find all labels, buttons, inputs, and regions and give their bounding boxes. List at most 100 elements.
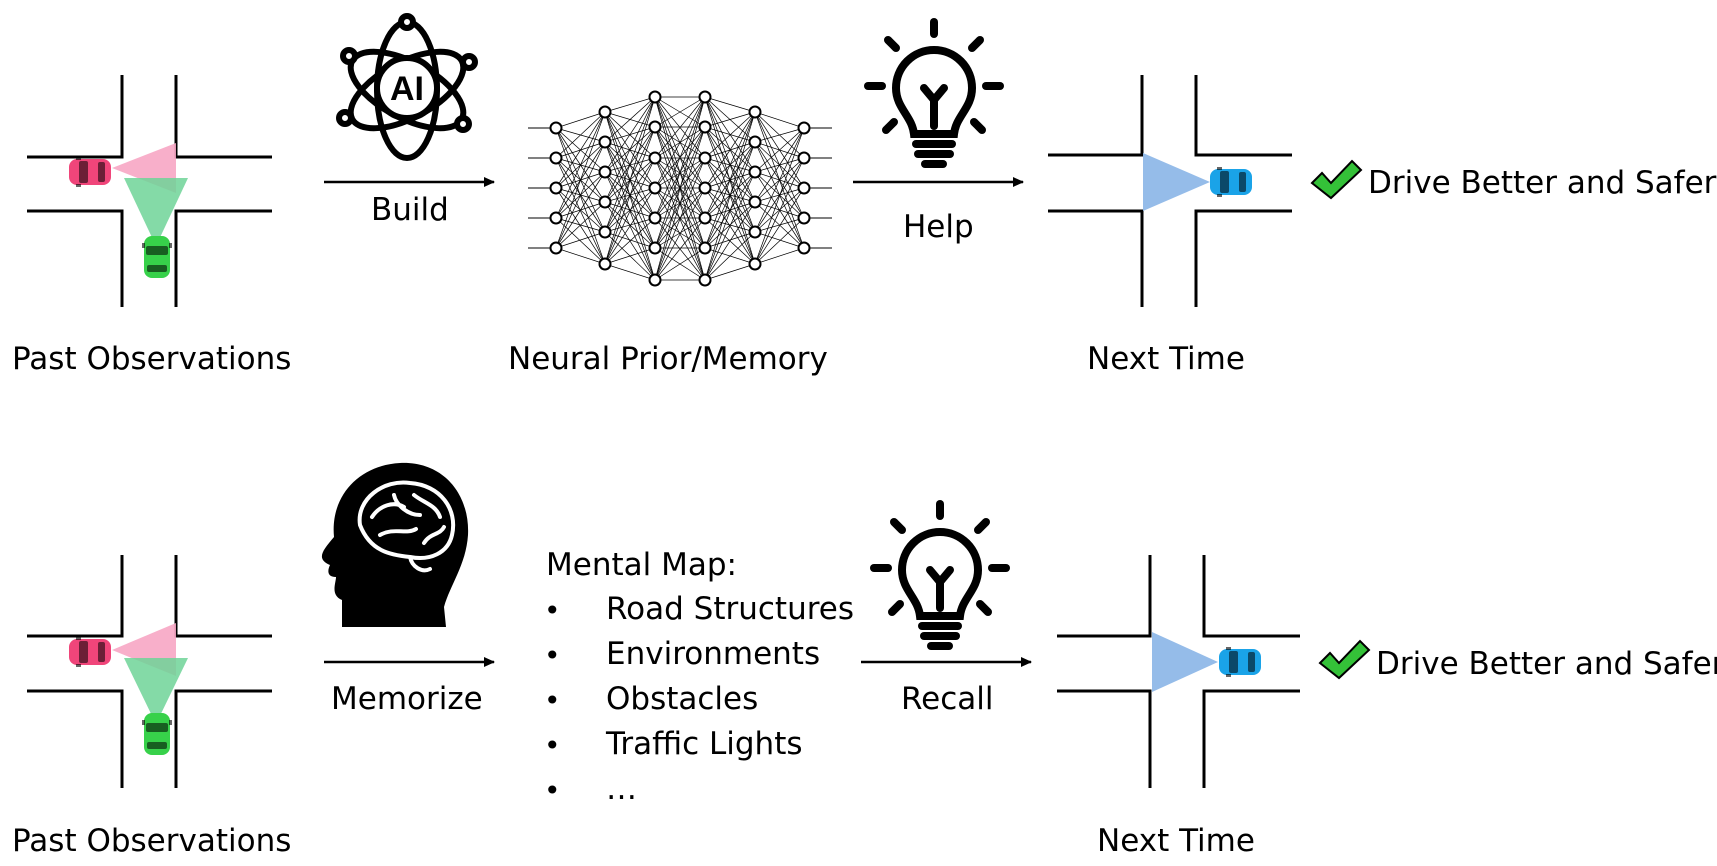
network-edge [654,187,706,249]
network-edge [654,96,706,189]
result-label: Drive Better and Safer [1368,165,1717,201]
network-node [648,211,662,225]
network-edge [754,217,805,233]
bullet-icon: • [544,729,561,762]
network-edge [704,171,756,281]
network-edge [654,96,706,219]
network-edge [654,96,706,281]
blue-car-icon [1219,647,1261,677]
network-node [748,165,762,179]
network-edge [754,217,805,265]
network-edge [654,217,706,281]
blue-view-cone [1152,632,1218,692]
network-edge [654,247,706,281]
network-edge [604,96,656,143]
network-edge [604,231,656,249]
network-edge [704,111,756,219]
network-node [549,181,563,195]
network-node [698,241,712,255]
mental-map-item: Road Structures [606,591,854,627]
blue-car-icon [1210,167,1252,197]
bullet-icon: • [544,684,561,717]
network-node [797,241,811,255]
blue-view-cone [1143,153,1210,211]
network-edge [555,231,606,249]
network-node [698,90,712,104]
network-edge [704,263,756,281]
network-edge [654,96,706,159]
network-edge [654,157,706,281]
network-edge [754,127,805,143]
next-time-label: Next Time [1087,341,1245,377]
bullet-icon: • [544,594,561,627]
network-node [598,225,612,239]
bullet-icon: • [544,774,561,807]
mental-map-heading: Mental Map: [546,547,737,583]
result-label: Drive Better and Safer [1376,646,1717,682]
network-node [797,211,811,225]
network-edge [555,247,606,265]
network-edge [754,127,805,203]
network-edge [604,126,656,265]
network-node [748,105,762,119]
mental-map-item: Obstacles [606,681,759,717]
green-car-icon [142,236,172,278]
network-edge [704,111,756,281]
mental-map-item: … [606,771,637,807]
network-node [698,181,712,195]
help-label: Help [903,209,974,245]
green-car-icon [142,713,172,755]
network-edge [754,157,805,265]
next-time-label: Next Time [1097,823,1255,859]
intersection-next-top [1048,75,1292,307]
network-node [648,120,662,134]
network-edge [704,231,756,249]
network-node [549,241,563,255]
network-node [598,195,612,209]
network-edge [555,111,606,159]
network-edge [754,127,805,265]
network-node [598,105,612,119]
network-edge [704,141,756,281]
recall-label: Recall [901,681,994,717]
network-edge [704,111,756,249]
network-edge [704,201,756,281]
past-observations-label: Past Observations [12,823,292,859]
network-node [598,257,612,271]
network-edge [555,201,606,249]
network-node [648,273,662,287]
network-edge [704,111,756,128]
network-node [698,120,712,134]
network-node [598,135,612,149]
green-view-cone [124,658,188,724]
network-edge [754,187,805,265]
network-node [748,225,762,239]
network-node [797,151,811,165]
intersection-next-bottom [1057,555,1300,788]
network-edge [754,111,805,129]
network-node [549,121,563,135]
mental-map-item: Environments [606,636,821,672]
network-node [648,151,662,165]
network-node [748,195,762,209]
network-edge [654,96,706,249]
network-edge [704,96,756,113]
network-node [648,241,662,255]
memorize-label: Memorize [331,681,483,717]
lightbulb-icon [868,22,1000,164]
network-node [698,151,712,165]
ai-atom-icon: AI [336,13,478,161]
network-node [797,181,811,195]
network-edge [555,111,606,219]
network-node [698,273,712,287]
pink-car-icon [69,637,111,667]
bullet-icon: • [544,639,561,672]
network-node [748,135,762,149]
network-edge [754,127,805,173]
network-edge [654,126,706,281]
network-edge [604,263,656,281]
build-label: Build [371,192,449,228]
network-edge [754,247,805,265]
network-node [549,211,563,225]
network-edge [604,96,656,113]
